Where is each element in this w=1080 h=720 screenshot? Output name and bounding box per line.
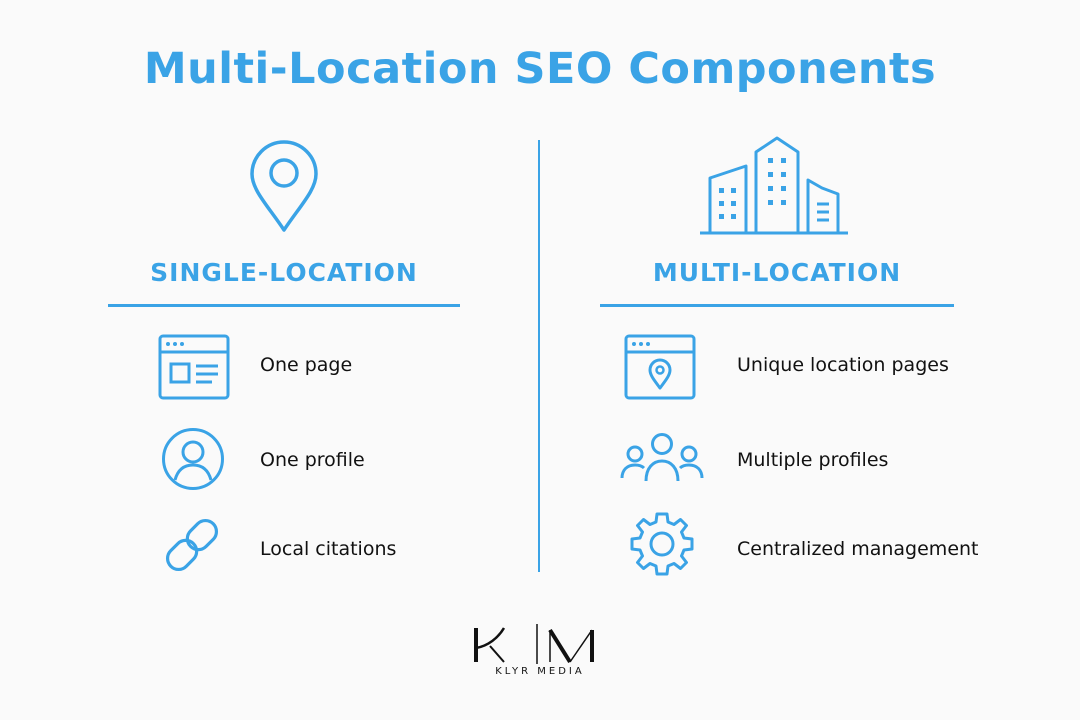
- buildings-icon: [698, 136, 850, 236]
- multi-location-rule: [600, 304, 954, 307]
- single-location-rule: [108, 304, 460, 307]
- map-pin-icon: [248, 140, 320, 234]
- user-profile-icon: [161, 427, 225, 491]
- link-chain-icon: [160, 514, 224, 576]
- klyr-media-logo: [470, 622, 610, 682]
- browser-window-page-icon: [158, 334, 230, 400]
- item-label-multiple-profiles: Multiple profiles: [737, 449, 889, 471]
- item-label-local-citations: Local citations: [260, 538, 397, 560]
- browser-location-pin-icon: [624, 334, 696, 400]
- multi-location-heading: MULTI-LOCATION: [652, 258, 902, 287]
- center-divider: [538, 140, 540, 572]
- users-group-icon: [620, 432, 704, 484]
- single-location-heading: SINGLE-LOCATION: [150, 258, 418, 287]
- item-label-centralized-management: Centralized management: [737, 538, 979, 560]
- klyr-media-brand: KLYR MEDIA: [495, 666, 585, 677]
- gear-icon: [628, 510, 696, 578]
- item-label-one-profile: One profile: [260, 449, 365, 471]
- item-label-unique-location-pages: Unique location pages: [737, 354, 949, 376]
- item-label-one-page: One page: [260, 354, 353, 376]
- page-title: Multi-Location SEO Components: [143, 44, 937, 94]
